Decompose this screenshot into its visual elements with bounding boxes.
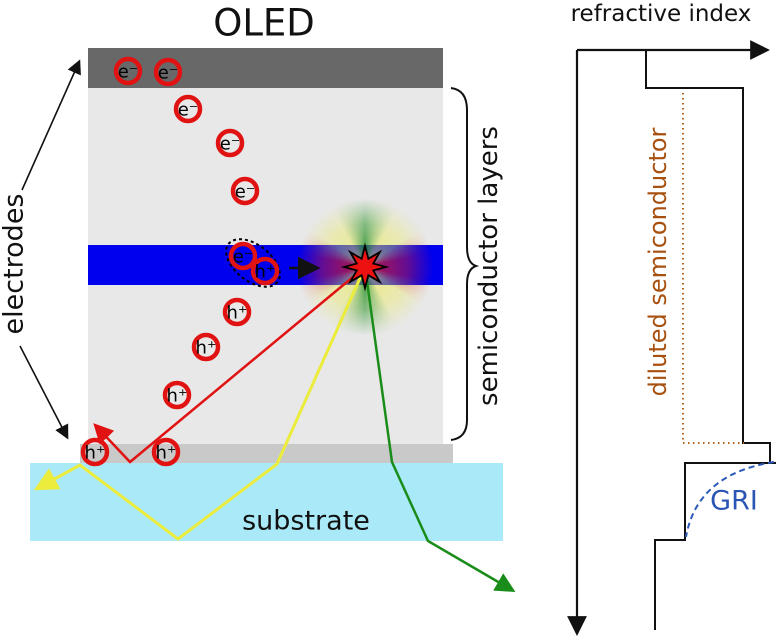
hole-marker: h⁺ [80, 437, 110, 467]
electrode-pointer-arrow-bottom [19, 345, 69, 440]
electron-marker-label: e⁻ [118, 62, 139, 83]
electron-marker-ring [215, 128, 245, 158]
electron-marker-ring [113, 56, 143, 86]
refractive-index-axis-label: refractive index [570, 1, 752, 27]
diluted-profile-dotted-line [682, 93, 744, 444]
diagram-title: OLED [213, 1, 315, 45]
hole-marker: h⁺ [191, 332, 221, 362]
top-electrode-layer [88, 48, 443, 88]
hole-marker-ring [222, 297, 252, 327]
green-ray-outcoupled [363, 266, 516, 593]
electron-marker-label: e⁻ [233, 247, 254, 268]
electron-marker-label: e⁻ [158, 63, 179, 84]
hole-marker-label: h⁺ [167, 386, 188, 407]
emission-star [340, 242, 390, 292]
semiconductor-layers-label: semiconductor layers [474, 126, 504, 406]
index-profile-upper [645, 50, 771, 463]
electron-marker-label: e⁻ [220, 134, 241, 155]
electron-marker: e⁻ [228, 241, 258, 271]
hole-marker-ring [162, 380, 192, 410]
electron-marker-ring [153, 57, 183, 87]
electron-marker-label: e⁻ [178, 100, 199, 121]
electron-marker: e⁻ [215, 128, 245, 158]
gri-curve [685, 461, 775, 538]
diluted-semiconductor-label: diluted semiconductor [644, 127, 672, 397]
index-profile-lower [654, 462, 776, 630]
particles-layer: e⁻e⁻e⁻e⁻e⁻e⁻h⁺h⁺h⁺h⁺h⁺h⁺ [80, 56, 280, 467]
electron-marker: e⁻ [113, 56, 143, 86]
hole-marker: h⁺ [222, 297, 252, 327]
hole-marker-label: h⁺ [255, 262, 276, 283]
hole-marker-label: h⁺ [227, 303, 248, 324]
electrodes-label: electrodes [0, 193, 30, 335]
hole-marker: h⁺ [162, 380, 192, 410]
electron-marker-ring [230, 176, 260, 206]
hole-marker: h⁺ [250, 256, 280, 286]
electron-marker: e⁻ [230, 176, 260, 206]
exciton-ellipse [225, 238, 281, 288]
semiconductor-brace [450, 87, 480, 441]
electron-marker-ring [173, 94, 203, 124]
electron-marker: e⁻ [173, 94, 203, 124]
electron-marker: e⁻ [153, 57, 183, 87]
electron-marker-label: e⁻ [235, 182, 256, 203]
hole-marker-ring [191, 332, 221, 362]
substrate-label: substrate [242, 505, 370, 537]
electron-marker-ring [228, 241, 258, 271]
yellow-ray-substrate-mode [33, 266, 367, 541]
hole-marker-label: h⁺ [156, 443, 177, 464]
substrate-layer [30, 463, 503, 541]
gri-label: GRI [710, 485, 758, 517]
hole-marker-ring [151, 437, 181, 467]
hole-marker-label: h⁺ [85, 443, 106, 464]
hole-marker-ring [80, 437, 110, 467]
electrode-pointer-arrow-top [21, 59, 81, 191]
red-ray-trapped [93, 266, 366, 464]
hole-marker-label: h⁺ [196, 338, 217, 359]
hole-marker: h⁺ [151, 437, 181, 467]
hole-marker-ring [250, 256, 280, 286]
bottom-electrode-layer [80, 444, 453, 463]
